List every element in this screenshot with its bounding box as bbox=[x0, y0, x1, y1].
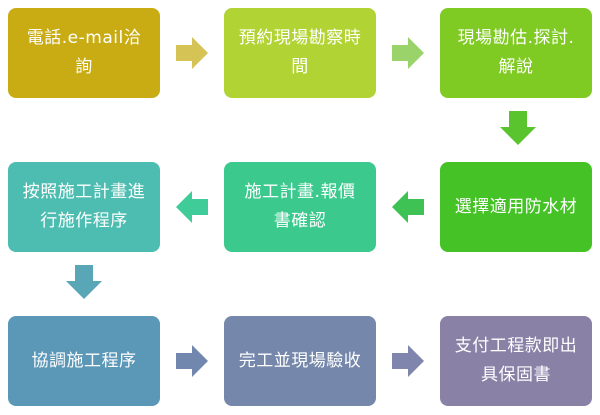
arrow-shape bbox=[500, 111, 536, 145]
step-label-9: 支付工程款即出具保固書 bbox=[454, 336, 578, 385]
arrow-down-icon bbox=[500, 111, 536, 145]
step-label-7: 協調施工程序 bbox=[31, 350, 137, 371]
step-box-2: 預約現場勘察時間 bbox=[224, 8, 376, 98]
step-label-6: 按照施工計畫進行施作程序 bbox=[22, 182, 146, 231]
arrow-right-icon bbox=[176, 345, 208, 377]
arrow-right-icon bbox=[176, 37, 208, 69]
step-label-5: 施工計畫.報價書確認 bbox=[244, 182, 356, 231]
arrow-shape bbox=[176, 191, 208, 223]
arrow-down-icon bbox=[66, 265, 102, 299]
arrow-shape bbox=[176, 345, 208, 377]
arrow-shape bbox=[392, 345, 424, 377]
step-box-3: 現場勘估.探討.解說 bbox=[440, 8, 592, 98]
step-box-6: 按照施工計畫進行施作程序 bbox=[8, 162, 160, 252]
step-label-8: 完工並現場驗收 bbox=[238, 350, 362, 371]
step-box-8: 完工並現場驗收 bbox=[224, 316, 376, 406]
step-box-1: 電話.e-mail洽詢 bbox=[8, 8, 160, 98]
step-label-1: 電話.e-mail洽詢 bbox=[26, 28, 142, 77]
step-box-9: 支付工程款即出具保固書 bbox=[440, 316, 592, 406]
step-box-5: 施工計畫.報價書確認 bbox=[224, 162, 376, 252]
step-box-4: 選擇適用防水材 bbox=[440, 162, 592, 252]
arrow-left-icon bbox=[392, 191, 424, 223]
step-label-4: 選擇適用防水材 bbox=[454, 196, 578, 217]
arrow-shape bbox=[176, 37, 208, 69]
arrow-shape bbox=[66, 265, 102, 299]
arrow-shape bbox=[392, 191, 424, 223]
step-label-3: 現場勘估.探討.解說 bbox=[457, 28, 575, 77]
arrow-left-icon bbox=[176, 191, 208, 223]
step-label-2: 預約現場勘察時間 bbox=[238, 28, 362, 77]
step-box-7: 協調施工程序 bbox=[8, 316, 160, 406]
arrow-right-icon bbox=[392, 37, 424, 69]
arrow-right-icon bbox=[392, 345, 424, 377]
arrow-shape bbox=[392, 37, 424, 69]
